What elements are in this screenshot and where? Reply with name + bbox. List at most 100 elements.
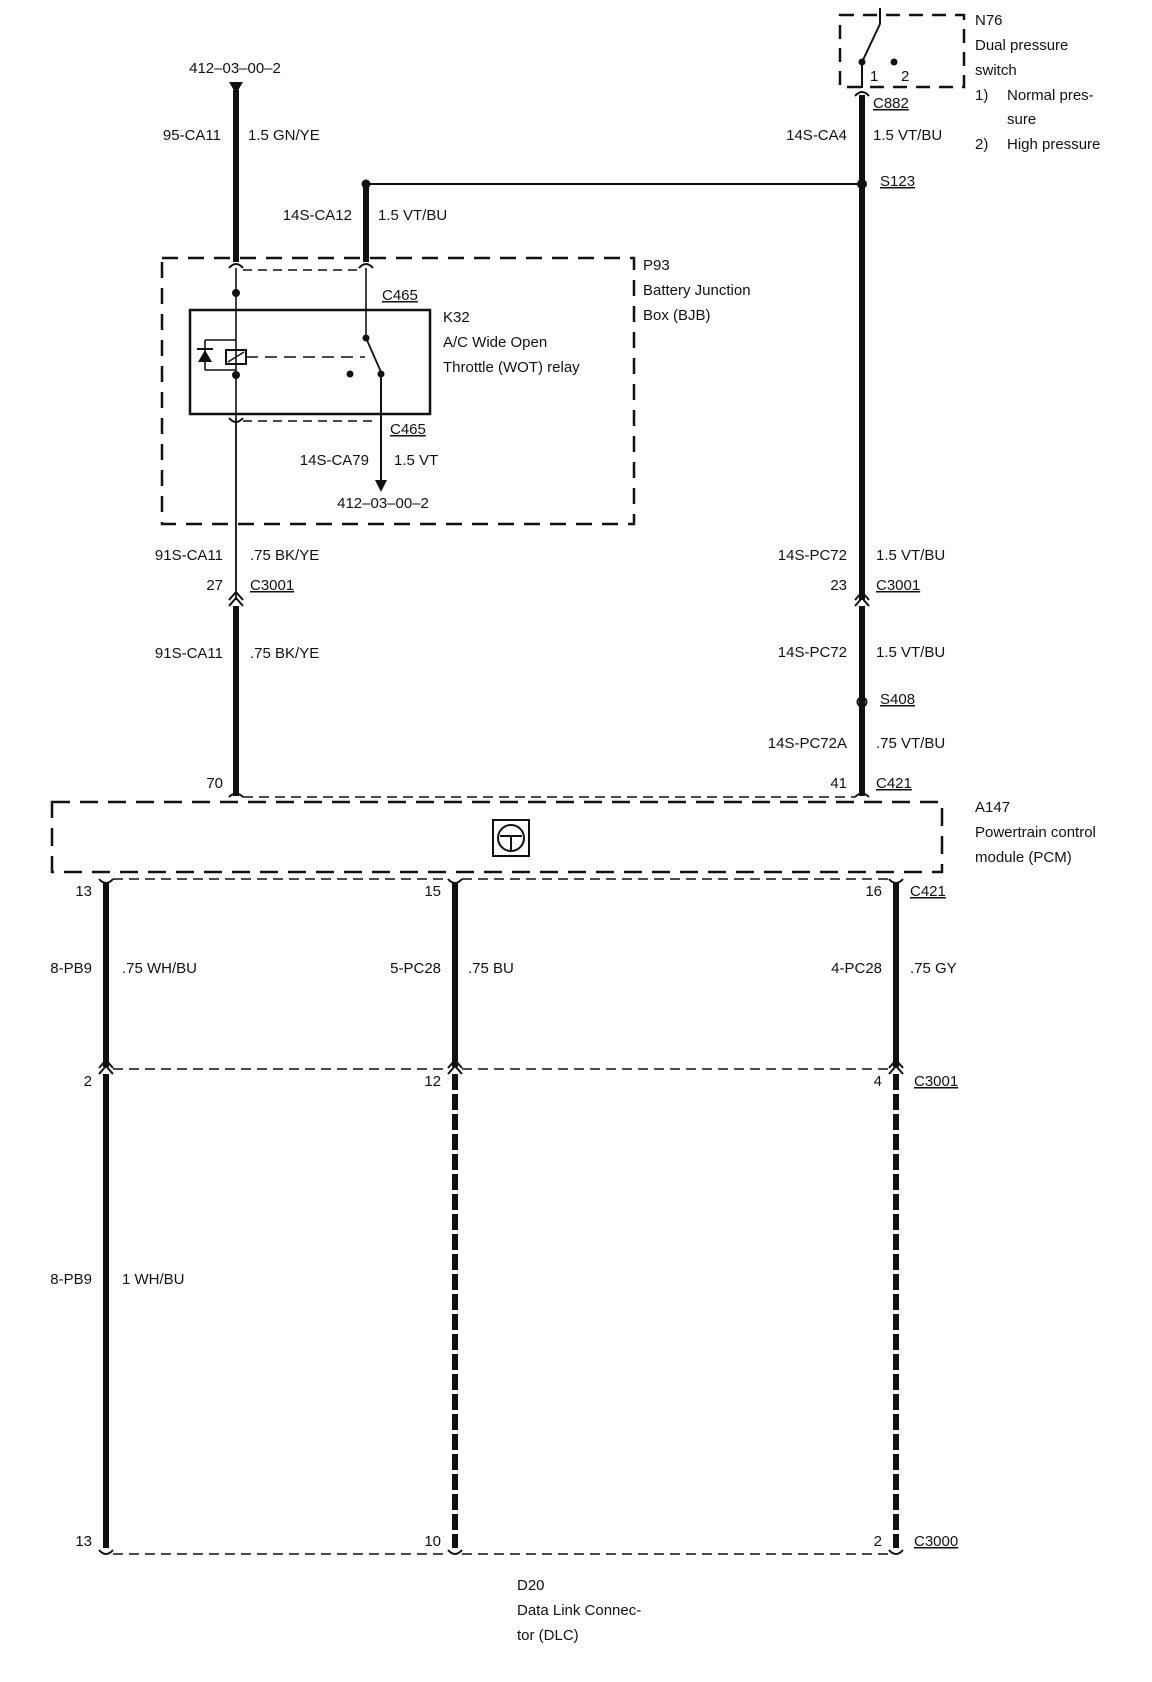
k32-name-line1: A/C Wide Open bbox=[443, 334, 547, 351]
a147-ref: A147 bbox=[975, 799, 1010, 816]
p93-name-line2: Box (BJB) bbox=[643, 307, 711, 324]
p93-name-line1: Battery Junction bbox=[643, 282, 751, 299]
pin-2-label: 2 bbox=[84, 1073, 92, 1090]
pin-2-bottom-label: 2 bbox=[874, 1533, 882, 1550]
wire-95-ca11-spec: 1.5 GN/YE bbox=[248, 127, 320, 144]
c3000-pin10 bbox=[447, 1549, 463, 1555]
wire-14s-pc72a-circuit: 14S-PC72A bbox=[768, 735, 847, 752]
p93-ref: P93 bbox=[643, 257, 670, 274]
c421-b-label: C421 bbox=[910, 883, 946, 900]
wire-14s-pc72-b-circuit: 14S-PC72 bbox=[778, 644, 847, 661]
c3001-right-symbol bbox=[854, 590, 870, 607]
c421-pin70 bbox=[228, 792, 244, 798]
wire-8-pb9-a-spec: .75 WH/BU bbox=[122, 960, 197, 977]
n76-note2-line1: High pressure bbox=[1007, 136, 1100, 153]
pin-27-label: 27 bbox=[206, 577, 223, 594]
n76-name-line1: Dual pressure bbox=[975, 37, 1068, 54]
s408-label: S408 bbox=[880, 691, 915, 708]
wire-5-pc28-circuit: 5-PC28 bbox=[390, 960, 441, 977]
c882-label: C882 bbox=[873, 95, 909, 112]
pin-10-label: 10 bbox=[424, 1533, 441, 1550]
k32-switch-blade bbox=[365, 337, 382, 373]
k32-ref: K32 bbox=[443, 309, 470, 326]
wire-14s-pc72a-spec: .75 VT/BU bbox=[876, 735, 945, 752]
c465-top-label: C465 bbox=[382, 287, 418, 304]
a147-pcm-housing bbox=[50, 800, 944, 874]
wire-14s-ca4-spec: 1.5 VT/BU bbox=[873, 127, 942, 144]
n76-note2-num: 2) bbox=[975, 136, 988, 153]
c3001-lower-pin12 bbox=[447, 1058, 463, 1075]
pin-13-bottom-label: 13 bbox=[75, 1533, 92, 1550]
wire-14s-ca4-circuit: 14S-CA4 bbox=[786, 127, 847, 144]
c3000-pin13 bbox=[98, 1549, 114, 1555]
n76-pin1-label: 1 bbox=[870, 68, 878, 85]
c3001-a-label: C3001 bbox=[250, 577, 294, 594]
n76-note1-line2: sure bbox=[1007, 111, 1036, 128]
c3001-c-label: C3001 bbox=[914, 1073, 958, 1090]
k32-name-line2: Throttle (WOT) relay bbox=[443, 359, 580, 376]
n76-ref: N76 bbox=[975, 12, 1003, 29]
wire-14s-ca12-spec: 1.5 VT/BU bbox=[378, 207, 447, 224]
pin-70-label: 70 bbox=[206, 775, 223, 792]
s123-label: S123 bbox=[880, 173, 915, 190]
k32-coil-node-top bbox=[232, 289, 240, 297]
wire-14s-pc72-a-circuit: 14S-PC72 bbox=[778, 547, 847, 564]
wire-4-pc28-circuit: 4-PC28 bbox=[831, 960, 882, 977]
pcm-module-icon bbox=[492, 819, 530, 857]
wire-14s-pc72-a-spec: 1.5 VT/BU bbox=[876, 547, 945, 564]
c3000-pin2 bbox=[888, 1549, 904, 1555]
s408-splice bbox=[856, 696, 868, 708]
k32-coil-node-bottom bbox=[232, 371, 240, 379]
n76-contact-arm bbox=[862, 23, 881, 61]
n76-dual-pressure-switch: 1 2 N76 Dual pressure switch 1) Normal p… bbox=[838, 8, 1100, 153]
wire-91s-ca11-a-spec: .75 BK/YE bbox=[250, 547, 319, 564]
d20-ref: D20 bbox=[517, 1577, 545, 1594]
wire-91s-ca11-a-circuit: 91S-CA11 bbox=[155, 547, 223, 564]
a147-name-line2: module (PCM) bbox=[975, 849, 1072, 866]
wire-91s-ca11-b-circuit: 91S-CA11 bbox=[155, 645, 223, 662]
wire-14s-ca79-circuit: 14S-CA79 bbox=[300, 452, 369, 469]
c465-top-pin1 bbox=[228, 263, 244, 269]
p93-bjb-housing bbox=[160, 256, 636, 526]
wire-4-pc28-spec: .75 GY bbox=[910, 960, 957, 977]
wire-14s-ca12-circuit: 14S-CA12 bbox=[283, 207, 352, 224]
wire-14s-pc72-b-spec: 1.5 VT/BU bbox=[876, 644, 945, 661]
ref-top-label: 412–03–00–2 bbox=[189, 60, 281, 77]
n76-housing bbox=[838, 13, 966, 89]
c421-a-label: C421 bbox=[876, 775, 912, 792]
pin-23-label: 23 bbox=[830, 577, 847, 594]
n76-name-line2: switch bbox=[975, 62, 1017, 79]
a147-name-line1: Powertrain control bbox=[975, 824, 1096, 841]
c465-bottom-label: C465 bbox=[390, 421, 426, 438]
k32-coil-slash bbox=[227, 351, 245, 363]
wire-8-pb9-b-circuit: 8-PB9 bbox=[50, 1271, 92, 1288]
c421-pin41 bbox=[854, 792, 870, 798]
c3001-lower-pin2 bbox=[98, 1058, 114, 1075]
pin-15-label: 15 bbox=[424, 883, 441, 900]
n76-contact-2 bbox=[890, 58, 898, 66]
k32-switch-contact-open bbox=[346, 370, 354, 378]
d20-name-line2: tor (DLC) bbox=[517, 1627, 579, 1644]
n76-pin2-label: 2 bbox=[901, 68, 909, 85]
c882-connector-symbol bbox=[854, 91, 870, 97]
wire-8-pb9-a-circuit: 8-PB9 bbox=[50, 960, 92, 977]
wire-14s-ca79-spec: 1.5 VT bbox=[394, 452, 438, 469]
ref-bottom-arrow bbox=[375, 480, 387, 492]
c3001-left-symbol bbox=[228, 590, 244, 607]
c465-top-pin2 bbox=[358, 263, 374, 269]
k32-diode-triangle bbox=[198, 350, 212, 362]
c3001-lower-pin4 bbox=[888, 1058, 904, 1075]
wire-8-pb9-b-spec: 1 WH/BU bbox=[122, 1271, 185, 1288]
c3000-label: C3000 bbox=[914, 1533, 958, 1550]
n76-note1-line1: Normal pres- bbox=[1007, 87, 1094, 104]
pin-13-top-label: 13 bbox=[75, 883, 92, 900]
pin-4-label: 4 bbox=[874, 1073, 882, 1090]
pin-41-label: 41 bbox=[830, 775, 847, 792]
wire-5-pc28-spec: .75 BU bbox=[468, 960, 514, 977]
k32-relay-body bbox=[188, 308, 432, 416]
pcm-module-icon-circle bbox=[497, 824, 525, 852]
pcm-module-icon-glyph bbox=[500, 835, 522, 850]
pin-16-label: 16 bbox=[865, 883, 882, 900]
c3001-b-label: C3001 bbox=[876, 577, 920, 594]
